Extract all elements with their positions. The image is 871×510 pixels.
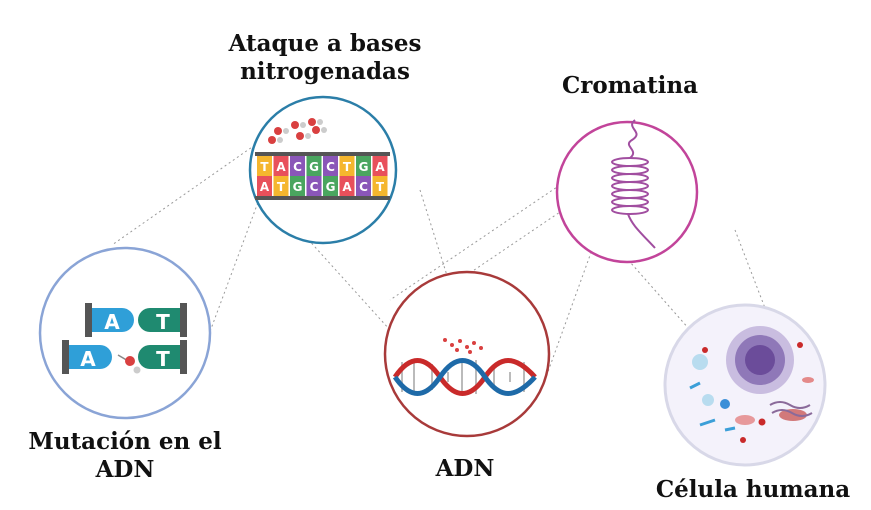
connector-line — [389, 184, 561, 301]
base-letter: T — [376, 180, 385, 194]
mutation-base-t: T — [156, 347, 170, 371]
connector-line — [734, 229, 766, 309]
base-letter: A — [375, 160, 385, 174]
base-block — [339, 176, 355, 196]
label-adn-text: ADN — [435, 455, 495, 482]
base-block — [323, 156, 338, 176]
base-block — [372, 176, 388, 196]
celula-circle — [663, 303, 827, 467]
label-celula: Célula humana — [638, 476, 868, 504]
base-letter: G — [309, 160, 319, 174]
radical-icon — [117, 354, 141, 374]
base-letter: G — [293, 180, 303, 194]
chromatin-icon — [611, 119, 656, 249]
label-ataque: Ataque a bases nitrogenadas — [200, 30, 450, 86]
label-ataque-line2: nitrogenadas — [240, 58, 410, 85]
mutation-base-t: T — [156, 310, 170, 334]
adn-circle — [383, 270, 551, 438]
base-block — [273, 176, 289, 196]
base-letter: A — [342, 180, 352, 194]
label-adn: ADN — [410, 455, 520, 483]
radical-icon — [443, 338, 483, 354]
mutacion-circle: A T A T — [38, 246, 212, 420]
base-block — [339, 156, 355, 176]
base-block — [257, 156, 272, 176]
mutation-base-a: A — [104, 310, 120, 334]
label-mutacion-line1: Mutación en el — [28, 428, 222, 455]
label-mutacion-line2: ADN — [95, 456, 155, 483]
radical-icon — [268, 118, 327, 144]
base-letter: T — [277, 180, 286, 194]
label-cromatina: Cromatina — [540, 72, 720, 100]
base-block — [323, 176, 338, 196]
base-letter: T — [343, 160, 352, 174]
base-letter: C — [293, 160, 302, 174]
connector-line — [614, 244, 691, 331]
base-block — [273, 156, 289, 176]
base-block — [356, 176, 371, 196]
base-letter: C — [310, 180, 319, 194]
base-letter: G — [326, 180, 336, 194]
label-cromatina-text: Cromatina — [562, 72, 698, 99]
cell-icon — [689, 326, 814, 443]
label-celula-text: Célula humana — [655, 476, 851, 503]
base-letter: C — [359, 180, 368, 194]
helix-icon — [392, 358, 537, 396]
base-block — [306, 156, 322, 176]
base-letter: C — [326, 160, 335, 174]
label-mutacion: Mutación en el ADN — [10, 428, 240, 484]
base-block — [290, 176, 305, 196]
connector-line — [111, 144, 256, 246]
base-letter: A — [260, 180, 270, 194]
base-block — [356, 156, 371, 176]
base-block — [257, 176, 272, 196]
connector-line — [419, 189, 451, 286]
base-letter: T — [260, 160, 269, 174]
base-block — [290, 156, 305, 176]
label-ataque-line1: Ataque a bases — [228, 30, 422, 57]
mutation-base-a: A — [80, 347, 96, 371]
base-letter: G — [359, 160, 369, 174]
cromatina-circle — [555, 119, 699, 264]
base-block — [306, 176, 322, 196]
base-block — [372, 156, 388, 176]
base-letter: A — [276, 160, 286, 174]
